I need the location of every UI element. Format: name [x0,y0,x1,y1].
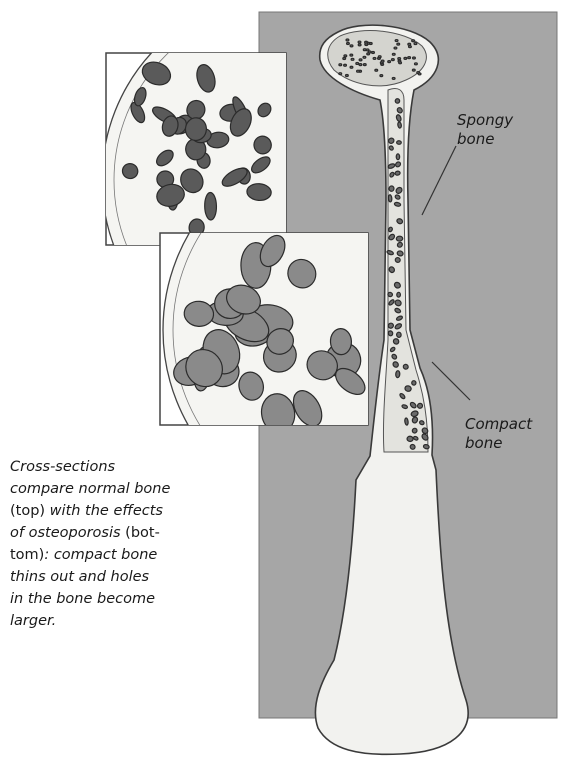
head-pore [412,69,415,71]
caption-run: compare normal bone [10,481,170,497]
head-pore [359,64,362,66]
caption-line: tom): compact bone [10,544,190,566]
head-pore [395,40,398,42]
head-pore [347,43,350,45]
caption-run: Cross-sections [10,459,115,475]
head-pore [350,54,353,56]
canal-cell [388,195,392,202]
head-pore [339,73,342,75]
caption-line: compare normal bone [10,478,190,500]
head-pore [398,58,401,60]
head-pore [346,39,349,41]
head-pore [375,69,378,71]
head-pore [414,43,417,45]
canal-cell [388,330,394,336]
canal-cell [397,122,401,129]
canal-cell [389,186,395,192]
head-pore [380,75,383,77]
canal-cell [387,292,393,298]
head-pore [363,49,366,51]
head-pore [356,62,359,64]
head-pore [391,59,394,61]
head-pore [344,55,347,57]
caption-run: tom) [10,547,44,563]
head-pore [381,60,384,62]
caption-run: (bot- [121,525,160,541]
head-pore [413,57,416,59]
canal-cell [407,436,414,442]
canal-cell [411,380,416,385]
canal-cell [395,171,401,176]
head-pore [359,59,362,61]
caption-run: with the effects [45,503,163,519]
canal-cell [396,236,403,241]
spongy-label-line-1: Spongy [457,111,513,130]
head-pore [408,57,411,59]
head-pore [368,51,371,53]
head-pore [373,57,376,59]
caption-line: of osteoporosis (bot- [10,522,190,544]
figure-caption: Cross-sections compare normal bone (top) w… [10,456,190,632]
head-pore [378,56,381,58]
head-pore [344,64,347,66]
head-pore [350,45,353,47]
caption-run: (top) [10,503,45,519]
head-pore [365,43,368,45]
head-pore [350,66,353,68]
canal-cell [397,141,402,145]
head-pore [358,41,361,43]
head-pore [418,73,421,75]
head-pore [339,64,342,66]
caption-run: : compact bone [44,547,157,563]
head-pore [404,57,407,59]
head-pore [392,53,395,55]
head-pore [415,63,418,65]
caption-line: larger. [10,610,190,632]
head-pore [363,56,366,58]
head-pore [351,58,354,60]
osteoporosis-bone-hole [330,328,352,355]
spongy-bone-label: Spongy bone [457,111,513,149]
canal-cell [396,332,401,338]
head-pore [357,70,360,72]
caption-run: thins out and holes [10,569,149,585]
spongy-label-line-2: bone [457,130,513,149]
head-pore [394,47,397,49]
compact-bone-label: Compact bone [465,415,532,453]
head-pore [399,62,402,64]
compact-label-line-1: Compact [465,415,532,434]
normal-bone-hole [204,192,216,220]
head-pore [358,44,361,46]
caption-line: thins out and holes [10,566,190,588]
canal-cell [404,418,408,426]
caption-run: of osteoporosis [10,525,121,541]
head-pore [408,43,411,45]
head-pore [392,77,395,79]
head-pore [409,46,412,48]
head-pore [372,51,375,53]
head-pore [412,40,415,42]
head-pore [388,61,391,63]
head-pore [363,64,366,66]
head-pore [345,75,348,77]
canal-cell [396,371,400,378]
head-pore [397,43,400,45]
head-pore [343,58,346,60]
caption-line: (top) with the effects [10,500,190,522]
canal-cell [396,154,400,160]
caption-line: in the bone become [10,588,190,610]
caption-run: in the bone become [10,591,155,607]
canal-cell [397,292,401,297]
caption-run: larger. [10,613,56,629]
compact-label-line-2: bone [465,434,532,453]
caption-line: Cross-sections [10,456,190,478]
canal-cell [395,98,400,103]
